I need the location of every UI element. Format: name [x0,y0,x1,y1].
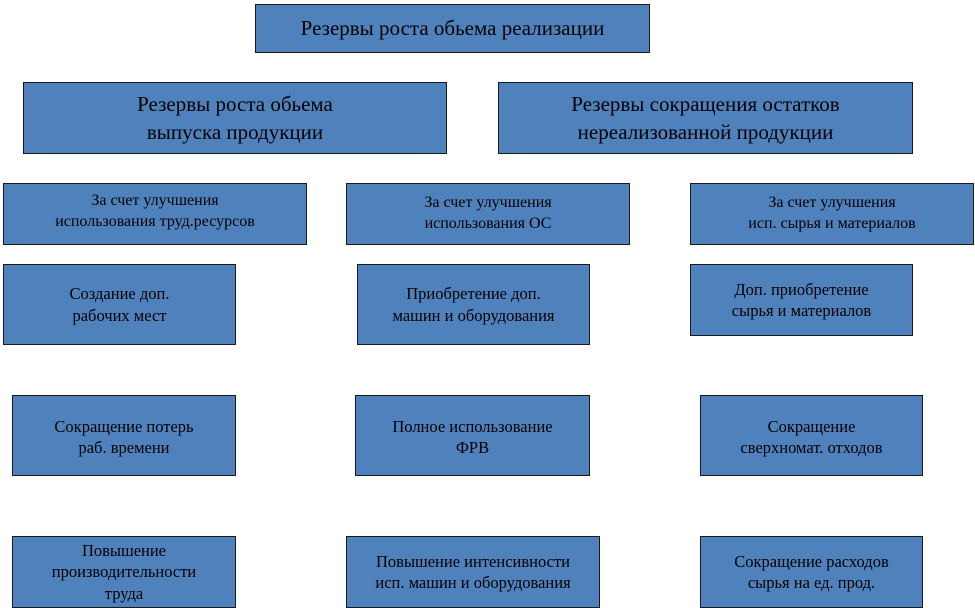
output-reserves-box: Резервы роста обьема выпуска продукции [23,82,447,154]
fixed-assets-header: За счет улучшения использования ОС [346,183,630,245]
materials-item-1: Доп. приобретение сырья и материалов [690,264,913,336]
assets-item-1: Приобретение доп. машин и оборудования [357,264,590,345]
materials-header: За счет улучшения исп. сырья и материало… [690,183,974,245]
labor-item-3: Повышение производительности труда [12,536,236,608]
materials-item-3: Сокращение расходов сырья на ед. прод. [700,536,923,608]
labor-item-1: Создание доп. рабочих мест [3,264,236,345]
root-box: Резервы роста обьема реализации [255,4,650,53]
assets-item-3: Повышение интенсивности исп. машин и обо… [346,536,600,608]
labor-item-2: Сокращение потерь раб. времени [12,395,236,476]
assets-item-2: Полное использование ФРВ [355,395,590,476]
stock-reduction-box: Резервы сокращения остатков нереализован… [498,82,913,154]
labor-resources-header: За счет улучшения использования труд.рес… [3,183,307,245]
materials-item-2: Сокращение сверхномат. отходов [700,395,923,476]
